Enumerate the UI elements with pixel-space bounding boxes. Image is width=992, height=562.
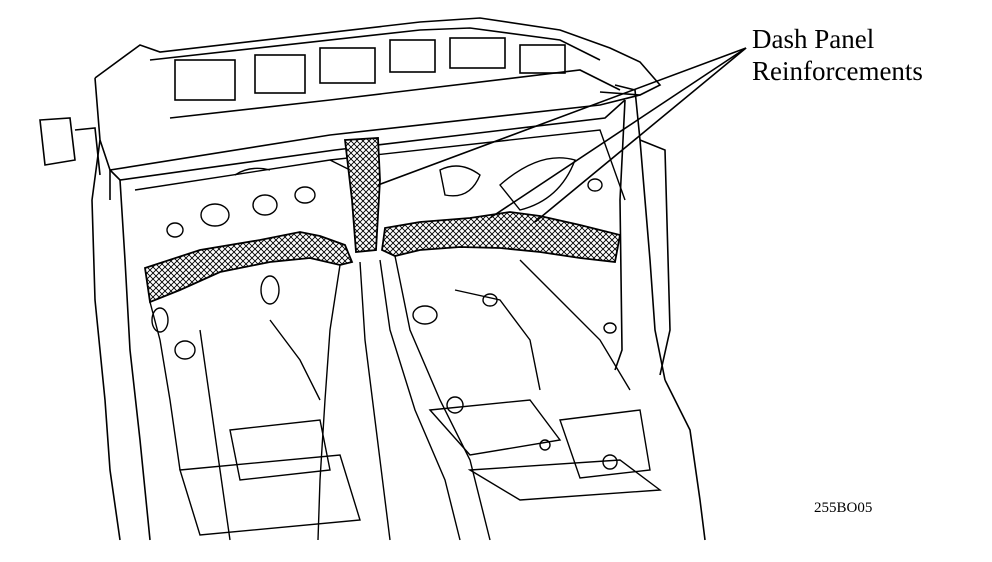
dash-panel-reinforcement-left	[143, 231, 354, 304]
callout-label-line2: Reinforcements	[752, 56, 923, 86]
floor-pan-structure	[149, 255, 662, 541]
dash-panel-reinforcement-vertical	[343, 137, 381, 253]
dash-panel-upper-details	[134, 129, 626, 238]
left-side-structure	[91, 139, 151, 541]
dash-panel-reinforcement-right	[381, 211, 622, 263]
right-side-structure	[614, 84, 706, 541]
upper-cowl-structure	[39, 17, 662, 181]
callout-label-line1: Dash Panel	[752, 24, 875, 54]
figure-reference-code: 255BO05	[814, 500, 873, 516]
callout-leader-lines	[377, 47, 747, 223]
